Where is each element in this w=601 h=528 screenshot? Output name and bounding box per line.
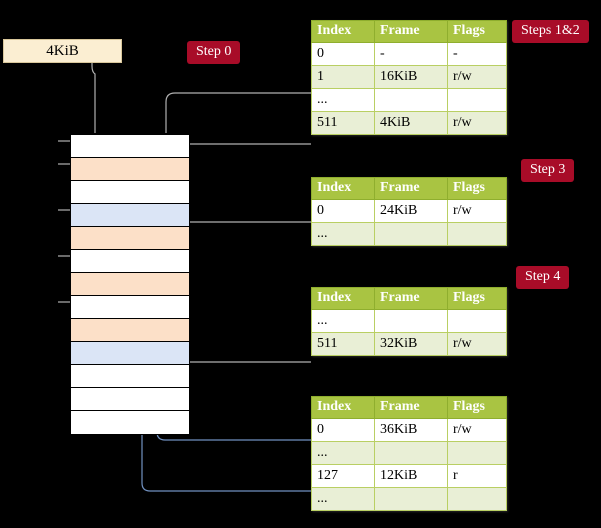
memory-frame-row	[71, 342, 189, 365]
table-header-flags: Flags	[447, 20, 507, 43]
table-row: ...	[311, 487, 507, 511]
step-badge-step4: Step 4	[516, 266, 570, 289]
cell-flags: r/w	[447, 332, 507, 356]
table-header-frame: Frame	[374, 177, 448, 200]
wire-t2-row0	[173, 221, 311, 263]
table-row: 0--	[311, 42, 507, 66]
table-header-flags: Flags	[447, 287, 507, 310]
memory-frame-row	[71, 388, 189, 411]
table-header-index: Index	[311, 287, 375, 310]
cell-index: 1	[311, 65, 375, 89]
cell-index: ...	[311, 88, 375, 112]
cell-index: ...	[311, 441, 375, 465]
memory-frame-row	[71, 181, 189, 204]
table-header-flags: Flags	[447, 396, 507, 419]
page-box-label: 4KiB	[46, 43, 79, 59]
step-badge-step3: Step 3	[521, 159, 575, 182]
cell-index: 0	[311, 418, 375, 442]
memory-frame-row	[71, 296, 189, 319]
cell-index: 0	[311, 199, 375, 223]
cell-frame: 16KiB	[374, 65, 448, 89]
physical-memory-grid	[70, 133, 190, 435]
cell-frame	[374, 309, 448, 333]
memory-frame-row	[71, 135, 189, 158]
memory-frame-row	[71, 227, 189, 250]
cell-index: 511	[311, 332, 375, 356]
table-row: ...	[311, 88, 507, 112]
cell-index: 511	[311, 111, 375, 135]
cell-frame: 12KiB	[374, 464, 448, 488]
memory-frame-row	[71, 273, 189, 296]
cell-flags: r/w	[447, 111, 507, 135]
table-header-index: Index	[311, 177, 375, 200]
memory-frame-row	[71, 365, 189, 388]
cell-frame: 32KiB	[374, 332, 448, 356]
cell-index: ...	[311, 487, 375, 511]
cell-flags: r	[447, 464, 507, 488]
cell-flags	[447, 309, 507, 333]
table-header-flags: Flags	[447, 177, 507, 200]
table-header-frame: Frame	[374, 396, 448, 419]
cell-flags	[447, 487, 507, 511]
cell-index: 127	[311, 464, 375, 488]
page-box-4kib: 4KiB	[3, 39, 122, 63]
memory-frame-row	[71, 319, 189, 342]
step-badge-step0: Step 0	[187, 41, 241, 64]
cell-frame: 24KiB	[374, 199, 448, 223]
cell-flags: r/w	[447, 199, 507, 223]
cell-flags: -	[447, 42, 507, 66]
cell-frame	[374, 487, 448, 511]
cell-frame: -	[374, 42, 448, 66]
memory-frame-row	[71, 250, 189, 273]
cell-frame: 4KiB	[374, 111, 448, 135]
table-row: ...	[311, 309, 507, 333]
cell-frame	[374, 441, 448, 465]
table-header-frame: Frame	[374, 20, 448, 43]
table-header-frame: Frame	[374, 287, 448, 310]
memory-frame-row	[71, 158, 189, 181]
memory-frame-row	[71, 411, 189, 434]
cell-flags	[447, 441, 507, 465]
cell-frame	[374, 88, 448, 112]
table-row: ...	[311, 441, 507, 465]
cell-frame	[374, 222, 448, 246]
table-header-index: Index	[311, 396, 375, 419]
cell-index: ...	[311, 222, 375, 246]
table-row: ...	[311, 222, 507, 246]
cell-flags	[447, 88, 507, 112]
cell-frame: 36KiB	[374, 418, 448, 442]
cell-index: 0	[311, 42, 375, 66]
cell-flags: r/w	[447, 65, 507, 89]
step-badge-steps12: Steps 1&2	[512, 20, 589, 43]
cell-flags: r/w	[447, 418, 507, 442]
table-header-index: Index	[311, 20, 375, 43]
cell-index: ...	[311, 309, 375, 333]
memory-frame-row	[71, 204, 189, 227]
cell-flags	[447, 222, 507, 246]
